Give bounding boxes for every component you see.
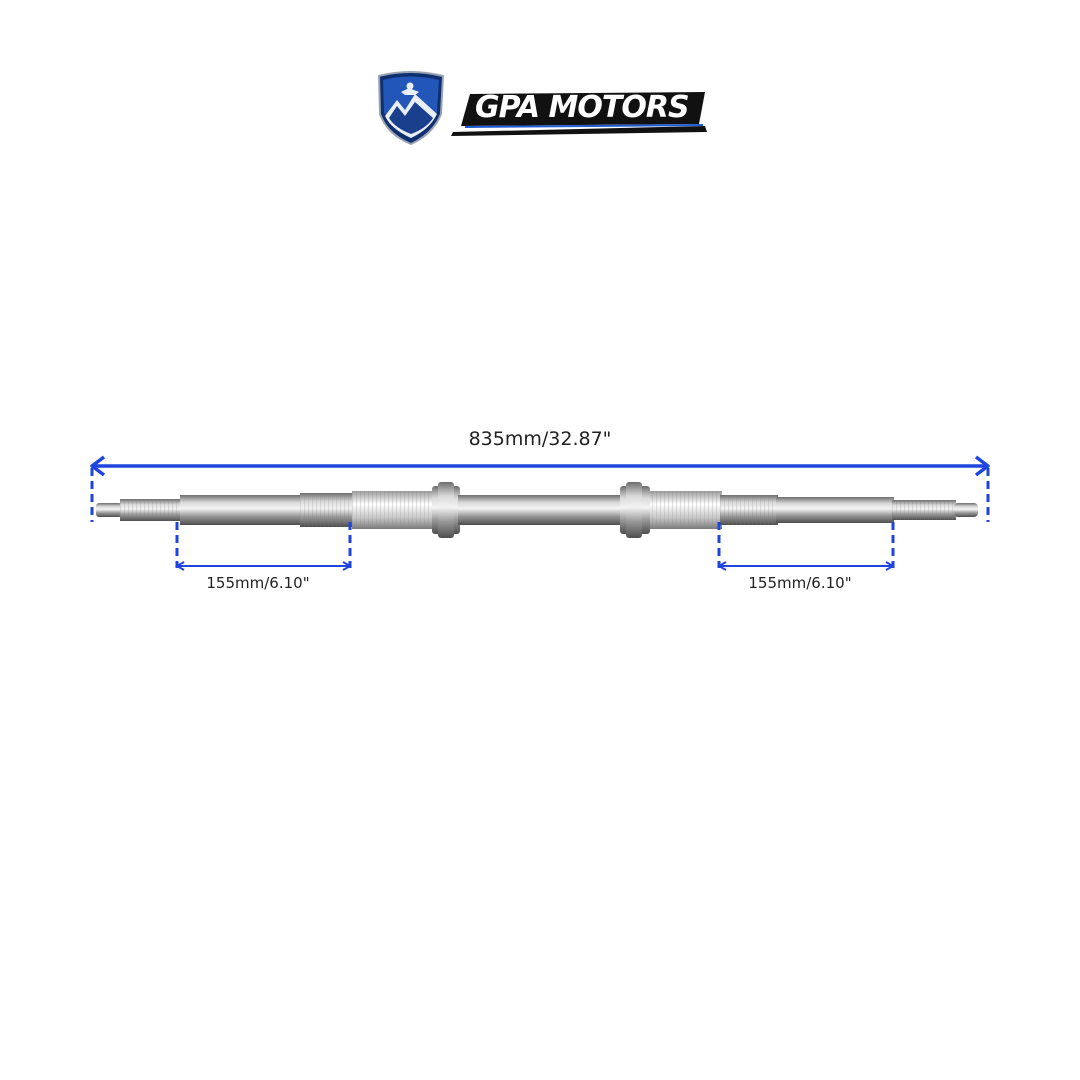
brand-name: GPA MOTORS — [475, 90, 689, 125]
overall-length-dimension — [90, 455, 990, 522]
right-spline-dimension — [716, 522, 896, 571]
left-spline-dimension — [174, 522, 353, 571]
arrow-right-icon — [974, 455, 990, 477]
brand-wordmark: GPA MOTORS — [451, 90, 707, 136]
overall-length-label: 835mm/32.87" — [469, 428, 612, 450]
arrow-left-icon — [90, 455, 106, 477]
right-spline-label: 155mm/6.10" — [748, 574, 851, 592]
shield-logo-icon — [377, 71, 445, 146]
left-spline-label: 155mm/6.10" — [206, 574, 309, 592]
axle-shaft-icon — [96, 482, 978, 538]
brand-logo: GPA MOTORS — [375, 70, 715, 146]
